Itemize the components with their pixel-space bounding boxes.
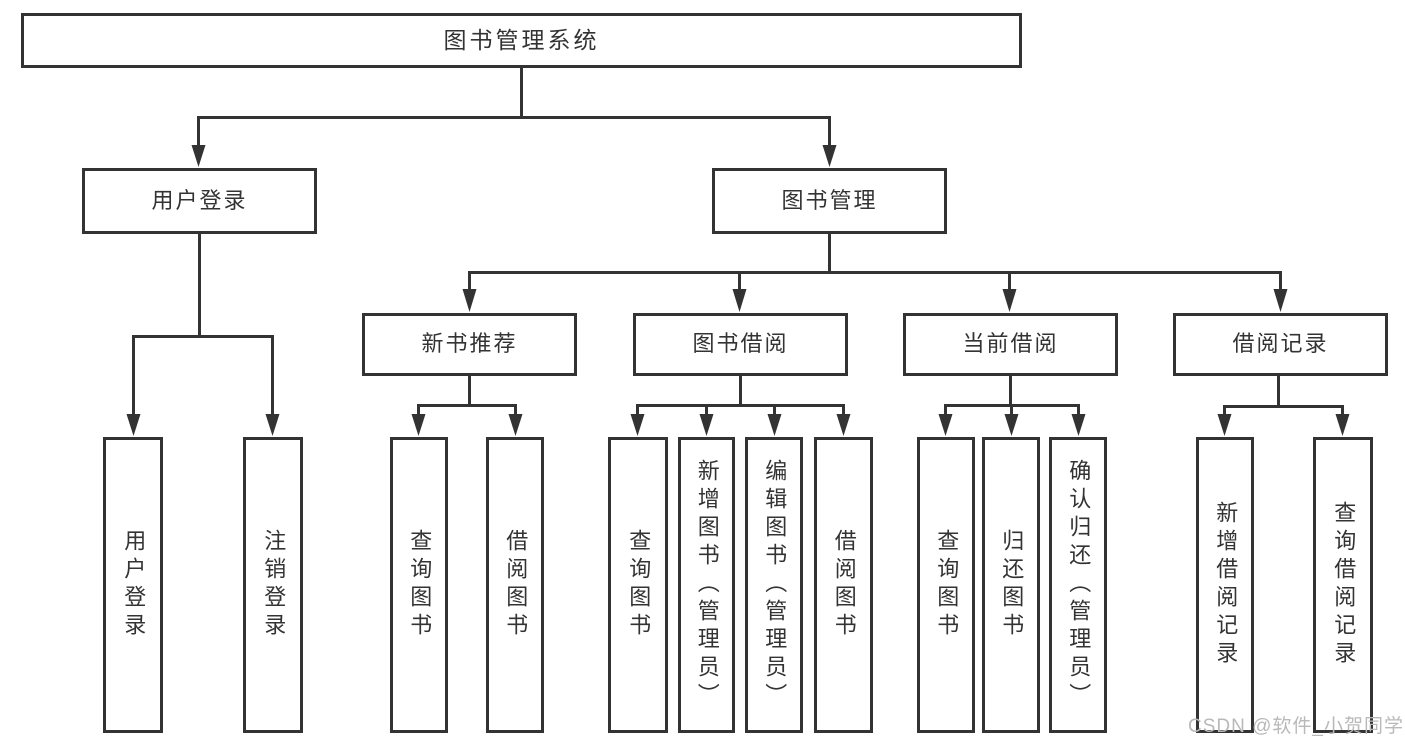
leaf-user-login: 用户登录 <box>103 437 163 733</box>
node-borrowing-records: 借阅记录 <box>1173 313 1388 376</box>
leaf-borrowing-borrow-book: 借阅图书 <box>814 437 873 733</box>
leaf-borrowing-query-book: 查询图书 <box>608 437 668 733</box>
node-new-book-recommendation: 新书推荐 <box>362 313 577 376</box>
leaf-logout-login: 注销登录 <box>243 437 303 733</box>
leaf-current-return-book: 归还图书 <box>982 437 1040 733</box>
leaf-recommend-borrow-book: 借阅图书 <box>486 437 544 733</box>
watermark: CSDN @软件_小贺同学 <box>1188 716 1404 737</box>
node-book-management: 图书管理 <box>712 168 947 234</box>
node-book-borrowing: 图书借阅 <box>633 313 848 376</box>
leaf-records-query-borrow-record: 查询借阅记录 <box>1313 437 1373 733</box>
leaf-borrowing-add-book-admin: 新增图书（管理员） <box>678 437 735 733</box>
leaf-current-query-book: 查询图书 <box>917 437 975 733</box>
node-user-login: 用户登录 <box>82 168 317 234</box>
leaf-current-confirm-return-admin: 确认归还（管理员） <box>1049 437 1107 733</box>
leaf-borrowing-edit-book-admin: 编辑图书（管理员） <box>745 437 803 733</box>
node-current-borrowing: 当前借阅 <box>903 313 1118 376</box>
leaf-recommend-query-book: 查询图书 <box>390 437 448 733</box>
node-library-management-system: 图书管理系统 <box>21 13 1022 68</box>
leaf-records-add-borrow-record: 新增借阅记录 <box>1196 437 1254 733</box>
